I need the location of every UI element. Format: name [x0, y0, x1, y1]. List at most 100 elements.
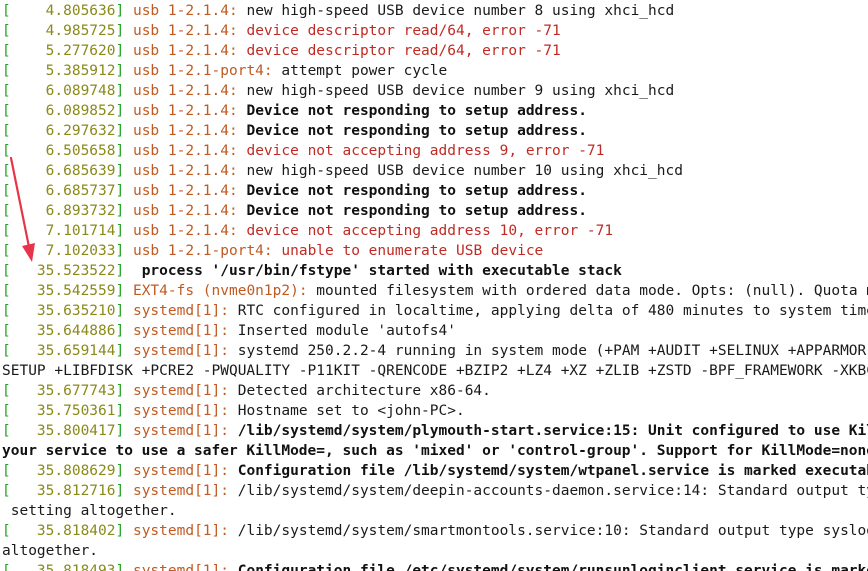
bracket-open: [ — [2, 463, 11, 479]
bracket-close: ] — [115, 163, 133, 179]
log-timestamp: 35.750361 — [10, 403, 116, 419]
bracket-close: ] — [115, 83, 133, 99]
log-timestamp: 35.659144 — [10, 343, 116, 359]
log-line: [ 35.677743] systemd[1]: Detected archit… — [0, 381, 868, 401]
log-subsystem: usb 1-2.1.4: — [132, 223, 238, 239]
bracket-open: [ — [2, 563, 11, 571]
log-timestamp: 4.805636 — [10, 3, 116, 19]
log-timestamp: 6.685737 — [10, 183, 116, 199]
bracket-open: [ — [2, 523, 11, 539]
log-message: Device not responding to setup address. — [237, 183, 587, 199]
log-subsystem: systemd[1]: — [132, 423, 229, 439]
log-timestamp: 35.635210 — [10, 303, 116, 319]
log-timestamp: 35.812716 — [10, 483, 116, 499]
log-subsystem: usb 1-2.1.4: — [132, 163, 238, 179]
log-message: new high-speed USB device number 10 usin… — [237, 163, 683, 179]
bracket-open: [ — [2, 223, 11, 239]
log-message: device descriptor read/64, error -71 — [237, 23, 561, 39]
log-line: [ 35.750361] systemd[1]: Hostname set to… — [0, 401, 868, 421]
log-line: [ 35.542559] EXT4-fs (nvme0n1p2): mounte… — [0, 281, 868, 301]
bracket-close: ] — [115, 63, 133, 79]
log-timestamp: 5.277620 — [10, 43, 116, 59]
log-subsystem: usb 1-2.1.4: — [132, 143, 238, 159]
bracket-open: [ — [2, 163, 11, 179]
log-message: /lib/systemd/system/deepin-accounts-daem… — [237, 483, 868, 499]
log-message: mounted filesystem with ordered data mod… — [316, 283, 868, 299]
log-subsystem: systemd[1]: — [132, 403, 229, 419]
log-line: [ 6.089748] usb 1-2.1.4: new high-speed … — [0, 81, 868, 101]
log-timestamp: 7.101714 — [10, 223, 116, 239]
bracket-open: [ — [2, 3, 11, 19]
log-subsystem: systemd[1]: — [132, 343, 229, 359]
bracket-close: ] — [115, 223, 133, 239]
log-line: [ 6.297632] usb 1-2.1.4: Device not resp… — [0, 121, 868, 141]
log-subsystem: systemd[1]: — [132, 563, 229, 571]
bracket-open: [ — [2, 403, 11, 419]
log-message: new high-speed USB device number 8 using… — [237, 3, 675, 19]
log-line: [ 6.685737] usb 1-2.1.4: Device not resp… — [0, 181, 868, 201]
log-message: SETUP +LIBFDISK +PCRE2 -PWQUALITY -P11KI… — [2, 363, 868, 379]
bracket-close: ] — [115, 403, 133, 419]
log-message: /lib/systemd/system/plymouth-start.servi… — [237, 423, 868, 439]
log-subsystem: systemd[1]: — [132, 303, 229, 319]
log-message: your service to use a safer KillMode=, s… — [2, 443, 868, 459]
log-message: unable to enumerate USB device — [272, 243, 544, 259]
log-timestamp: 6.893732 — [10, 203, 116, 219]
log-line: your service to use a safer KillMode=, s… — [0, 441, 868, 461]
bracket-close: ] — [115, 323, 133, 339]
log-message: Inserted module 'autofs4' — [229, 323, 456, 339]
log-subsystem: EXT4-fs (nvme0n1p2): — [132, 283, 308, 299]
bracket-open: [ — [2, 303, 11, 319]
log-subsystem: usb 1-2.1-port4: — [132, 243, 273, 259]
log-timestamp: 35.677743 — [10, 383, 116, 399]
bracket-close: ] — [115, 3, 133, 19]
bracket-close: ] — [115, 263, 133, 279]
log-subsystem: systemd[1]: — [132, 323, 229, 339]
log-message: Device not responding to setup address. — [237, 123, 587, 139]
log-message: systemd 250.2.2-4 running in system mode… — [229, 343, 868, 359]
bracket-open: [ — [2, 143, 11, 159]
log-line: [ 35.659144] systemd[1]: systemd 250.2.2… — [0, 341, 868, 361]
bracket-close: ] — [115, 383, 133, 399]
bracket-close: ] — [115, 183, 133, 199]
log-line: [ 35.812716] systemd[1]: /lib/systemd/sy… — [0, 481, 868, 501]
log-timestamp: 7.102033 — [10, 243, 116, 259]
bracket-close: ] — [115, 43, 133, 59]
bracket-close: ] — [115, 143, 133, 159]
log-subsystem: usb 1-2.1.4: — [132, 83, 238, 99]
log-message: attempt power cycle — [272, 63, 448, 79]
log-line: SETUP +LIBFDISK +PCRE2 -PWQUALITY -P11KI… — [0, 361, 868, 381]
bracket-open: [ — [2, 343, 11, 359]
log-timestamp: 35.644886 — [10, 323, 116, 339]
log-line: altogether. — [0, 541, 868, 561]
log-message: RTC configured in localtime, applying de… — [229, 303, 868, 319]
log-timestamp: 6.089748 — [10, 83, 116, 99]
log-line: [ 4.985725] usb 1-2.1.4: device descript… — [0, 21, 868, 41]
log-message: Configuration file /etc/systemd/system/r… — [229, 563, 868, 571]
log-subsystem: usb 1-2.1-port4: — [132, 63, 273, 79]
bracket-open: [ — [2, 183, 11, 199]
bracket-close: ] — [115, 523, 133, 539]
bracket-open: [ — [2, 423, 11, 439]
log-message: /lib/systemd/system/smartmontools.servic… — [237, 523, 868, 539]
log-line: [ 35.635210] systemd[1]: RTC configured … — [0, 301, 868, 321]
bracket-close: ] — [115, 343, 133, 359]
bracket-close: ] — [115, 423, 133, 439]
log-timestamp: 35.818493 — [10, 563, 116, 571]
log-line: [ 35.800417] systemd[1]: /lib/systemd/sy… — [0, 421, 868, 441]
log-message: device not accepting address 9, error -7… — [237, 143, 605, 159]
log-message: device not accepting address 10, error -… — [237, 223, 614, 239]
log-line: [ 5.277620] usb 1-2.1.4: device descript… — [0, 41, 868, 61]
bracket-open: [ — [2, 243, 11, 259]
log-message: Detected architecture x86-64. — [229, 383, 491, 399]
log-subsystem: systemd[1]: — [132, 483, 229, 499]
bracket-close: ] — [115, 563, 133, 571]
bracket-open: [ — [2, 283, 11, 299]
log-subsystem: usb 1-2.1.4: — [132, 183, 238, 199]
log-line: [ 7.102033] usb 1-2.1-port4: unable to e… — [0, 241, 868, 261]
log-subsystem: usb 1-2.1.4: — [132, 43, 238, 59]
log-timestamp: 35.800417 — [10, 423, 116, 439]
log-message: Device not responding to setup address. — [237, 203, 587, 219]
log-timestamp: 35.542559 — [10, 283, 116, 299]
